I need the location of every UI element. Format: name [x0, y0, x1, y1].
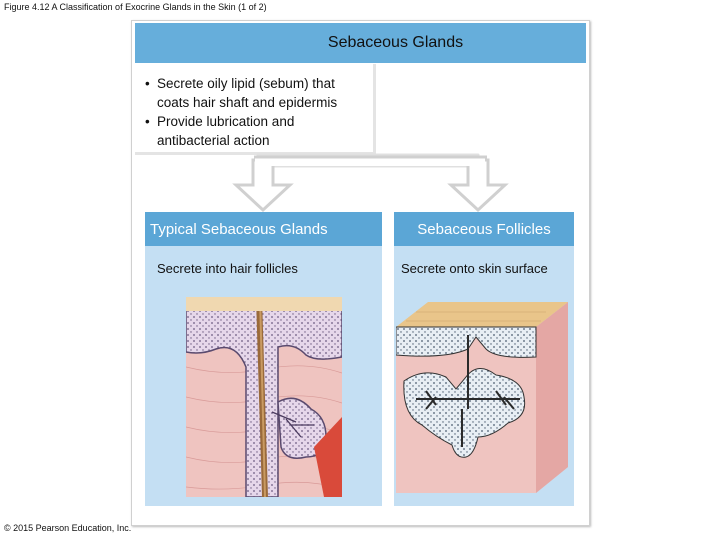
main-title: Sebaceous Glands	[327, 34, 464, 51]
bullet-text: Provide lubrication and antibacterial ac…	[157, 114, 295, 148]
bullet-dot: •	[145, 76, 150, 91]
sebaceous-follicle-illustration	[396, 302, 568, 493]
description-box: • Secrete oily lipid (sebum) that coats …	[135, 64, 376, 155]
column-title: Typical Sebaceous Glands	[145, 212, 382, 246]
arrow-right	[447, 158, 509, 213]
copyright-notice: © 2015 Pearson Education, Inc.	[4, 523, 132, 533]
column-subtitle: Secrete onto skin surface	[401, 261, 548, 276]
header-bar: Sebaceous Glands	[135, 23, 586, 63]
figure-caption: Figure 4.12 A Classification of Exocrine…	[4, 2, 267, 12]
bullet-dot: •	[145, 114, 150, 129]
column-subtitle: Secrete into hair follicles	[157, 261, 298, 276]
column-title: Sebaceous Follicles	[394, 212, 574, 246]
bullet-text: Secrete oily lipid (sebum) that coats ha…	[157, 76, 338, 110]
typical-gland-illustration	[186, 297, 342, 497]
